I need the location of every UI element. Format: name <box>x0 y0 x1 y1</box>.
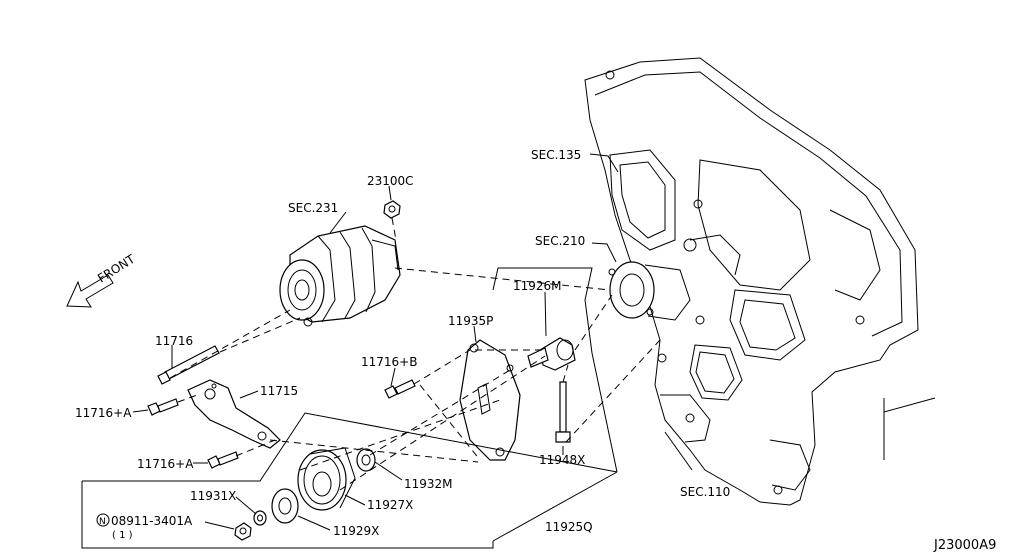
nut-23100c <box>383 200 401 219</box>
bolt-11716-a-upper <box>147 398 179 416</box>
washer-11932m <box>356 448 376 472</box>
bolt-11716-b <box>384 379 416 399</box>
label-11935p[interactable]: 11935P <box>448 314 493 328</box>
label-sec210[interactable]: SEC.210 <box>535 234 585 248</box>
label-11931x[interactable]: 11931X <box>190 489 236 503</box>
spacer-11926m <box>527 337 576 371</box>
water-pump <box>608 261 691 321</box>
group-box-11925q <box>81 267 618 549</box>
diagram-code: J23000A9 <box>933 538 996 553</box>
label-11716-a-lower[interactable]: 11716+A <box>137 457 194 471</box>
label-11716-a-upper[interactable]: 11716+A <box>75 406 132 420</box>
label-sec231[interactable]: SEC.231 <box>288 201 338 215</box>
bolt-11948x <box>555 381 571 443</box>
label-08911-3401a[interactable]: 08911-3401A <box>111 514 193 528</box>
n-symbol-circle <box>96 513 110 527</box>
bracket-11715 <box>187 379 281 449</box>
front-label: FRONT <box>95 252 138 286</box>
label-sec135[interactable]: SEC.135 <box>531 148 581 162</box>
label-08911-qty: ( 1 ) <box>112 530 133 541</box>
alternator <box>279 225 401 327</box>
nut-08911-3401a <box>234 522 252 541</box>
label-sec110[interactable]: SEC.110 <box>680 485 730 499</box>
washer-11931x <box>253 510 267 526</box>
label-11927x[interactable]: 11927X <box>367 498 413 512</box>
label-11716-b[interactable]: 11716+B <box>361 355 417 369</box>
plate-11929x <box>271 488 299 524</box>
label-11932m[interactable]: 11932M <box>404 477 453 491</box>
label-11925q[interactable]: 11925Q <box>545 520 593 534</box>
idler-bracket-11935p <box>459 339 521 461</box>
label-11715[interactable]: 11715 <box>260 384 298 398</box>
leader-lines <box>132 153 693 531</box>
idler-pulley-11927x <box>297 447 356 511</box>
label-11926m[interactable]: 11926M <box>513 279 562 293</box>
label-11716[interactable]: 11716 <box>155 334 193 348</box>
bolt-11716-a-lower <box>207 451 239 469</box>
label-11929x[interactable]: 11929X <box>333 524 379 538</box>
n-symbol-letter: N <box>99 517 106 527</box>
label-23100c[interactable]: 23100C <box>367 174 414 188</box>
label-11948x[interactable]: 11948X <box>539 453 585 467</box>
dashed-centerlines <box>169 217 661 491</box>
bolt-11716 <box>157 345 220 385</box>
front-arrow-icon <box>66 274 114 308</box>
